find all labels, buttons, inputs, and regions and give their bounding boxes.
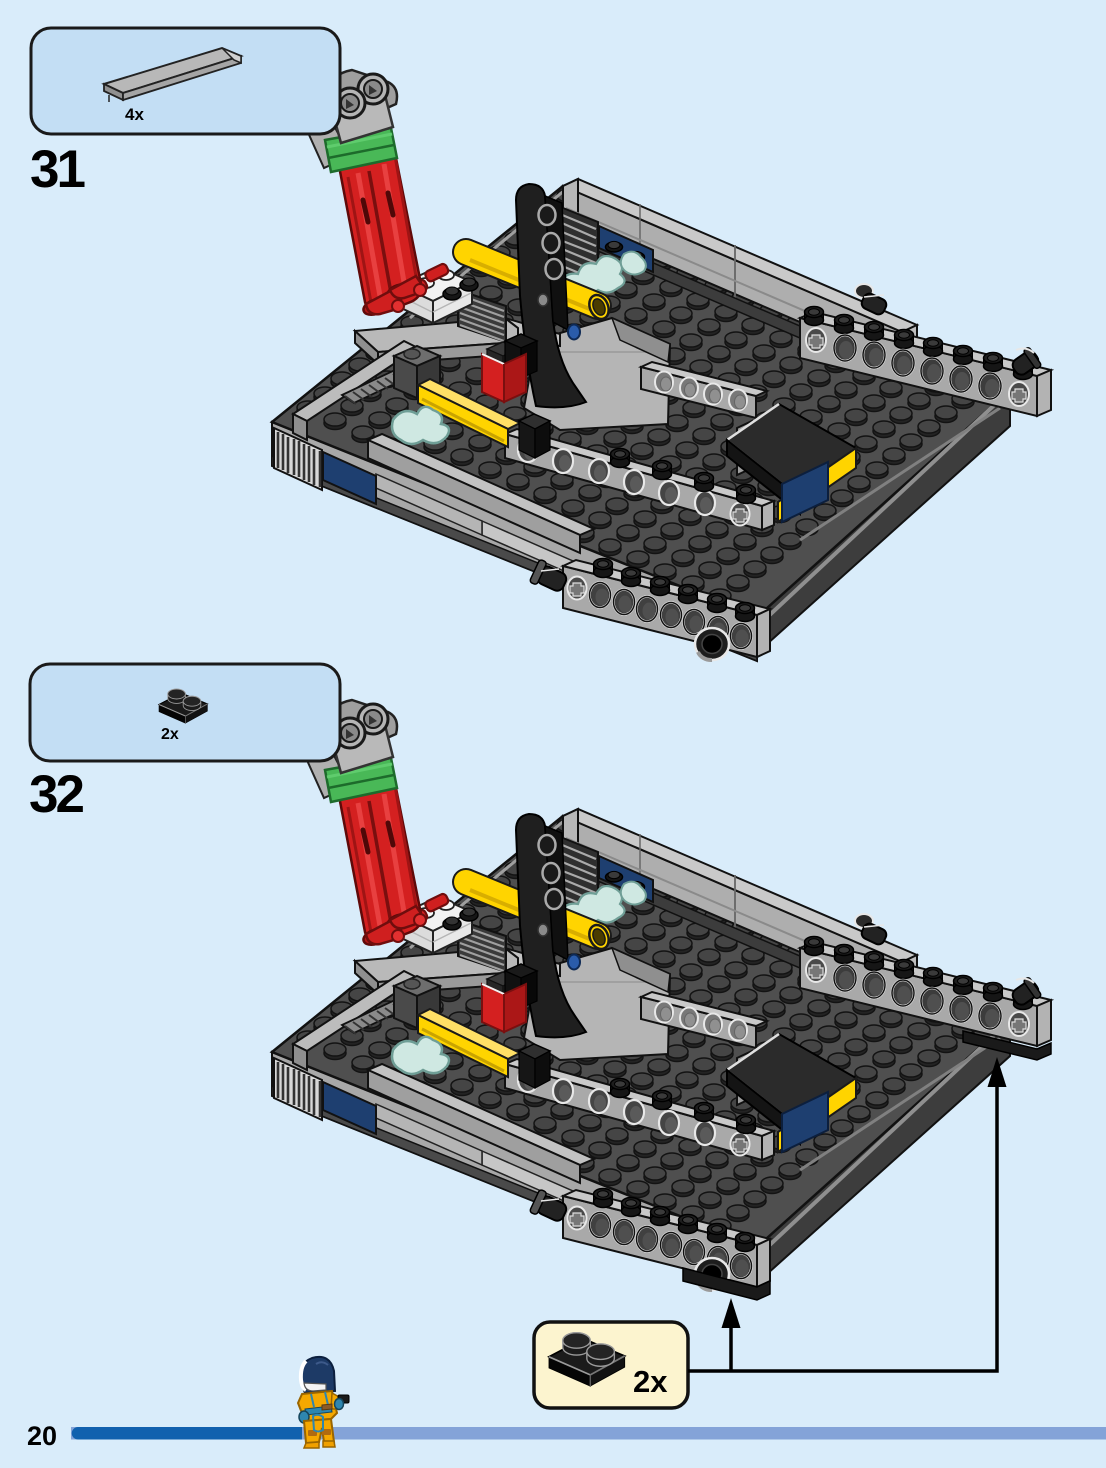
svg-text:2x: 2x: [161, 726, 179, 743]
svg-text:2x: 2x: [633, 1364, 668, 1399]
svg-text:20: 20: [27, 1421, 57, 1451]
svg-text:4x: 4x: [125, 105, 144, 124]
